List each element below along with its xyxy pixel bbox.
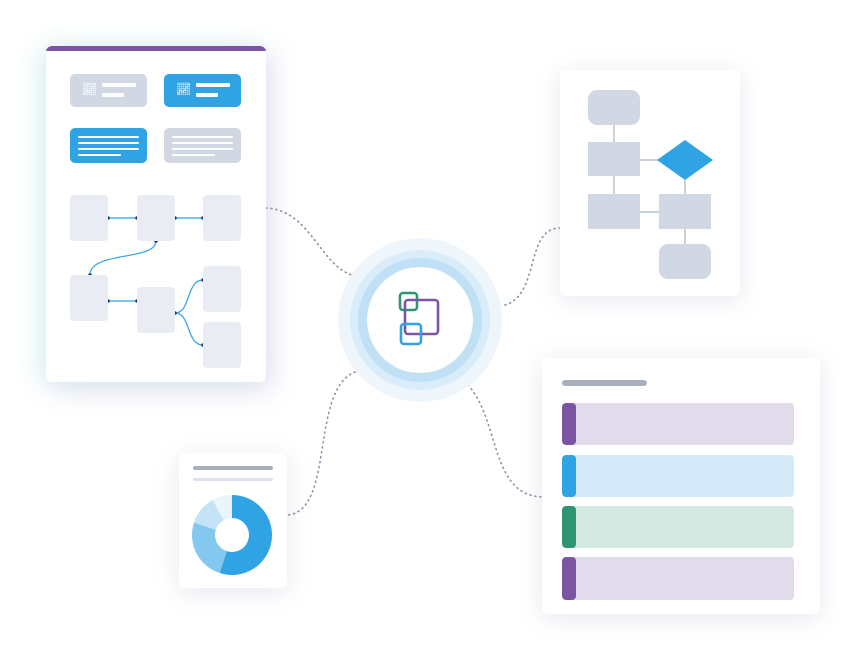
donut-slice	[212, 495, 232, 521]
hub	[338, 238, 502, 402]
list-title-bar	[562, 380, 647, 386]
chart-icon: 📈︎	[176, 82, 192, 96]
pie-card	[179, 453, 287, 588]
flowchart	[588, 90, 713, 279]
connector-flowchart-card	[504, 227, 561, 306]
list-item	[562, 455, 794, 497]
flow-box	[70, 195, 108, 241]
list-card	[542, 358, 820, 614]
stat-tile: 📈︎	[70, 74, 147, 107]
donut-chart	[192, 495, 273, 575]
flow-box	[203, 322, 241, 368]
flow-box	[137, 287, 175, 333]
flowchart-card	[560, 70, 740, 296]
dashboard-card: 📈︎ 📈︎	[46, 46, 266, 382]
stat-tile-active: 📈︎	[164, 74, 241, 107]
donut-slice	[219, 495, 273, 575]
flow-box	[70, 275, 108, 321]
flow-box	[137, 195, 175, 241]
chart-icon: 📈︎	[82, 82, 98, 96]
logo-squares-icon	[398, 291, 440, 346]
connector-pie-card	[287, 371, 356, 516]
connector-list-card	[467, 384, 543, 498]
donut-slice	[192, 522, 227, 574]
connector-left-card	[265, 207, 353, 276]
flow-box	[203, 195, 241, 241]
donut-slice	[193, 499, 224, 530]
pie-title-bar	[193, 466, 273, 470]
pie-subtitle-bar	[193, 478, 273, 481]
flow-box	[203, 266, 241, 312]
card-top-bar	[46, 46, 266, 51]
list-item	[562, 403, 794, 445]
text-tile-active	[70, 128, 147, 163]
list-item	[562, 557, 794, 600]
list-item	[562, 506, 794, 548]
text-tile	[164, 128, 241, 163]
